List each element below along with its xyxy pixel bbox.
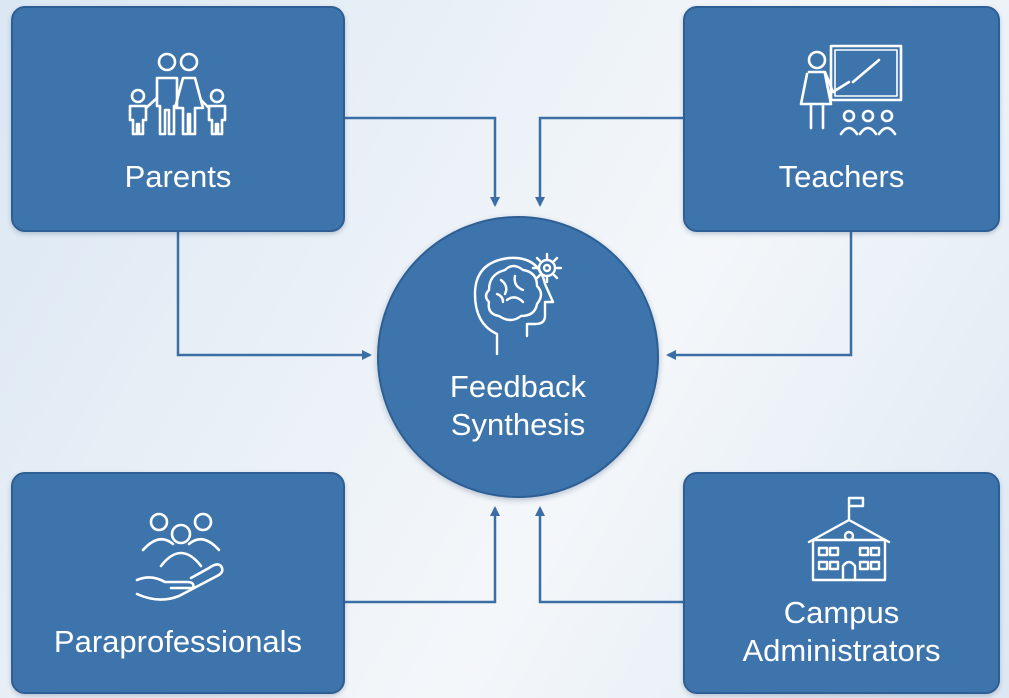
parents-label: Parents [124, 159, 232, 194]
campus-administrators-node: Campus Administrators [683, 472, 1000, 694]
teacher-icon [799, 44, 903, 136]
feedback-synthesis-label: Feedback Synthesis [449, 369, 587, 442]
brain-gear-icon [473, 252, 563, 356]
arrow-parents-side [176, 232, 372, 360]
helping-hand-people-icon [135, 512, 224, 601]
family-icon [128, 52, 227, 136]
feedback-synthesis-node: Feedback Synthesis [377, 216, 659, 498]
paraprofessionals-label: Paraprofessionals [53, 624, 303, 659]
arrow-teachers-top [535, 116, 683, 207]
arrow-parapros [345, 506, 500, 604]
teachers-label: Teachers [778, 159, 905, 194]
teachers-node: Teachers [683, 6, 1000, 232]
parents-node: Parents [11, 6, 345, 232]
paraprofessionals-node: Paraprofessionals [11, 472, 345, 694]
arrow-teachers-side [666, 232, 853, 360]
arrow-admins [535, 506, 683, 604]
campus-administrators-label: Campus Administrators [742, 595, 941, 668]
arrow-parents-top [345, 116, 500, 207]
school-building-icon [807, 496, 891, 582]
